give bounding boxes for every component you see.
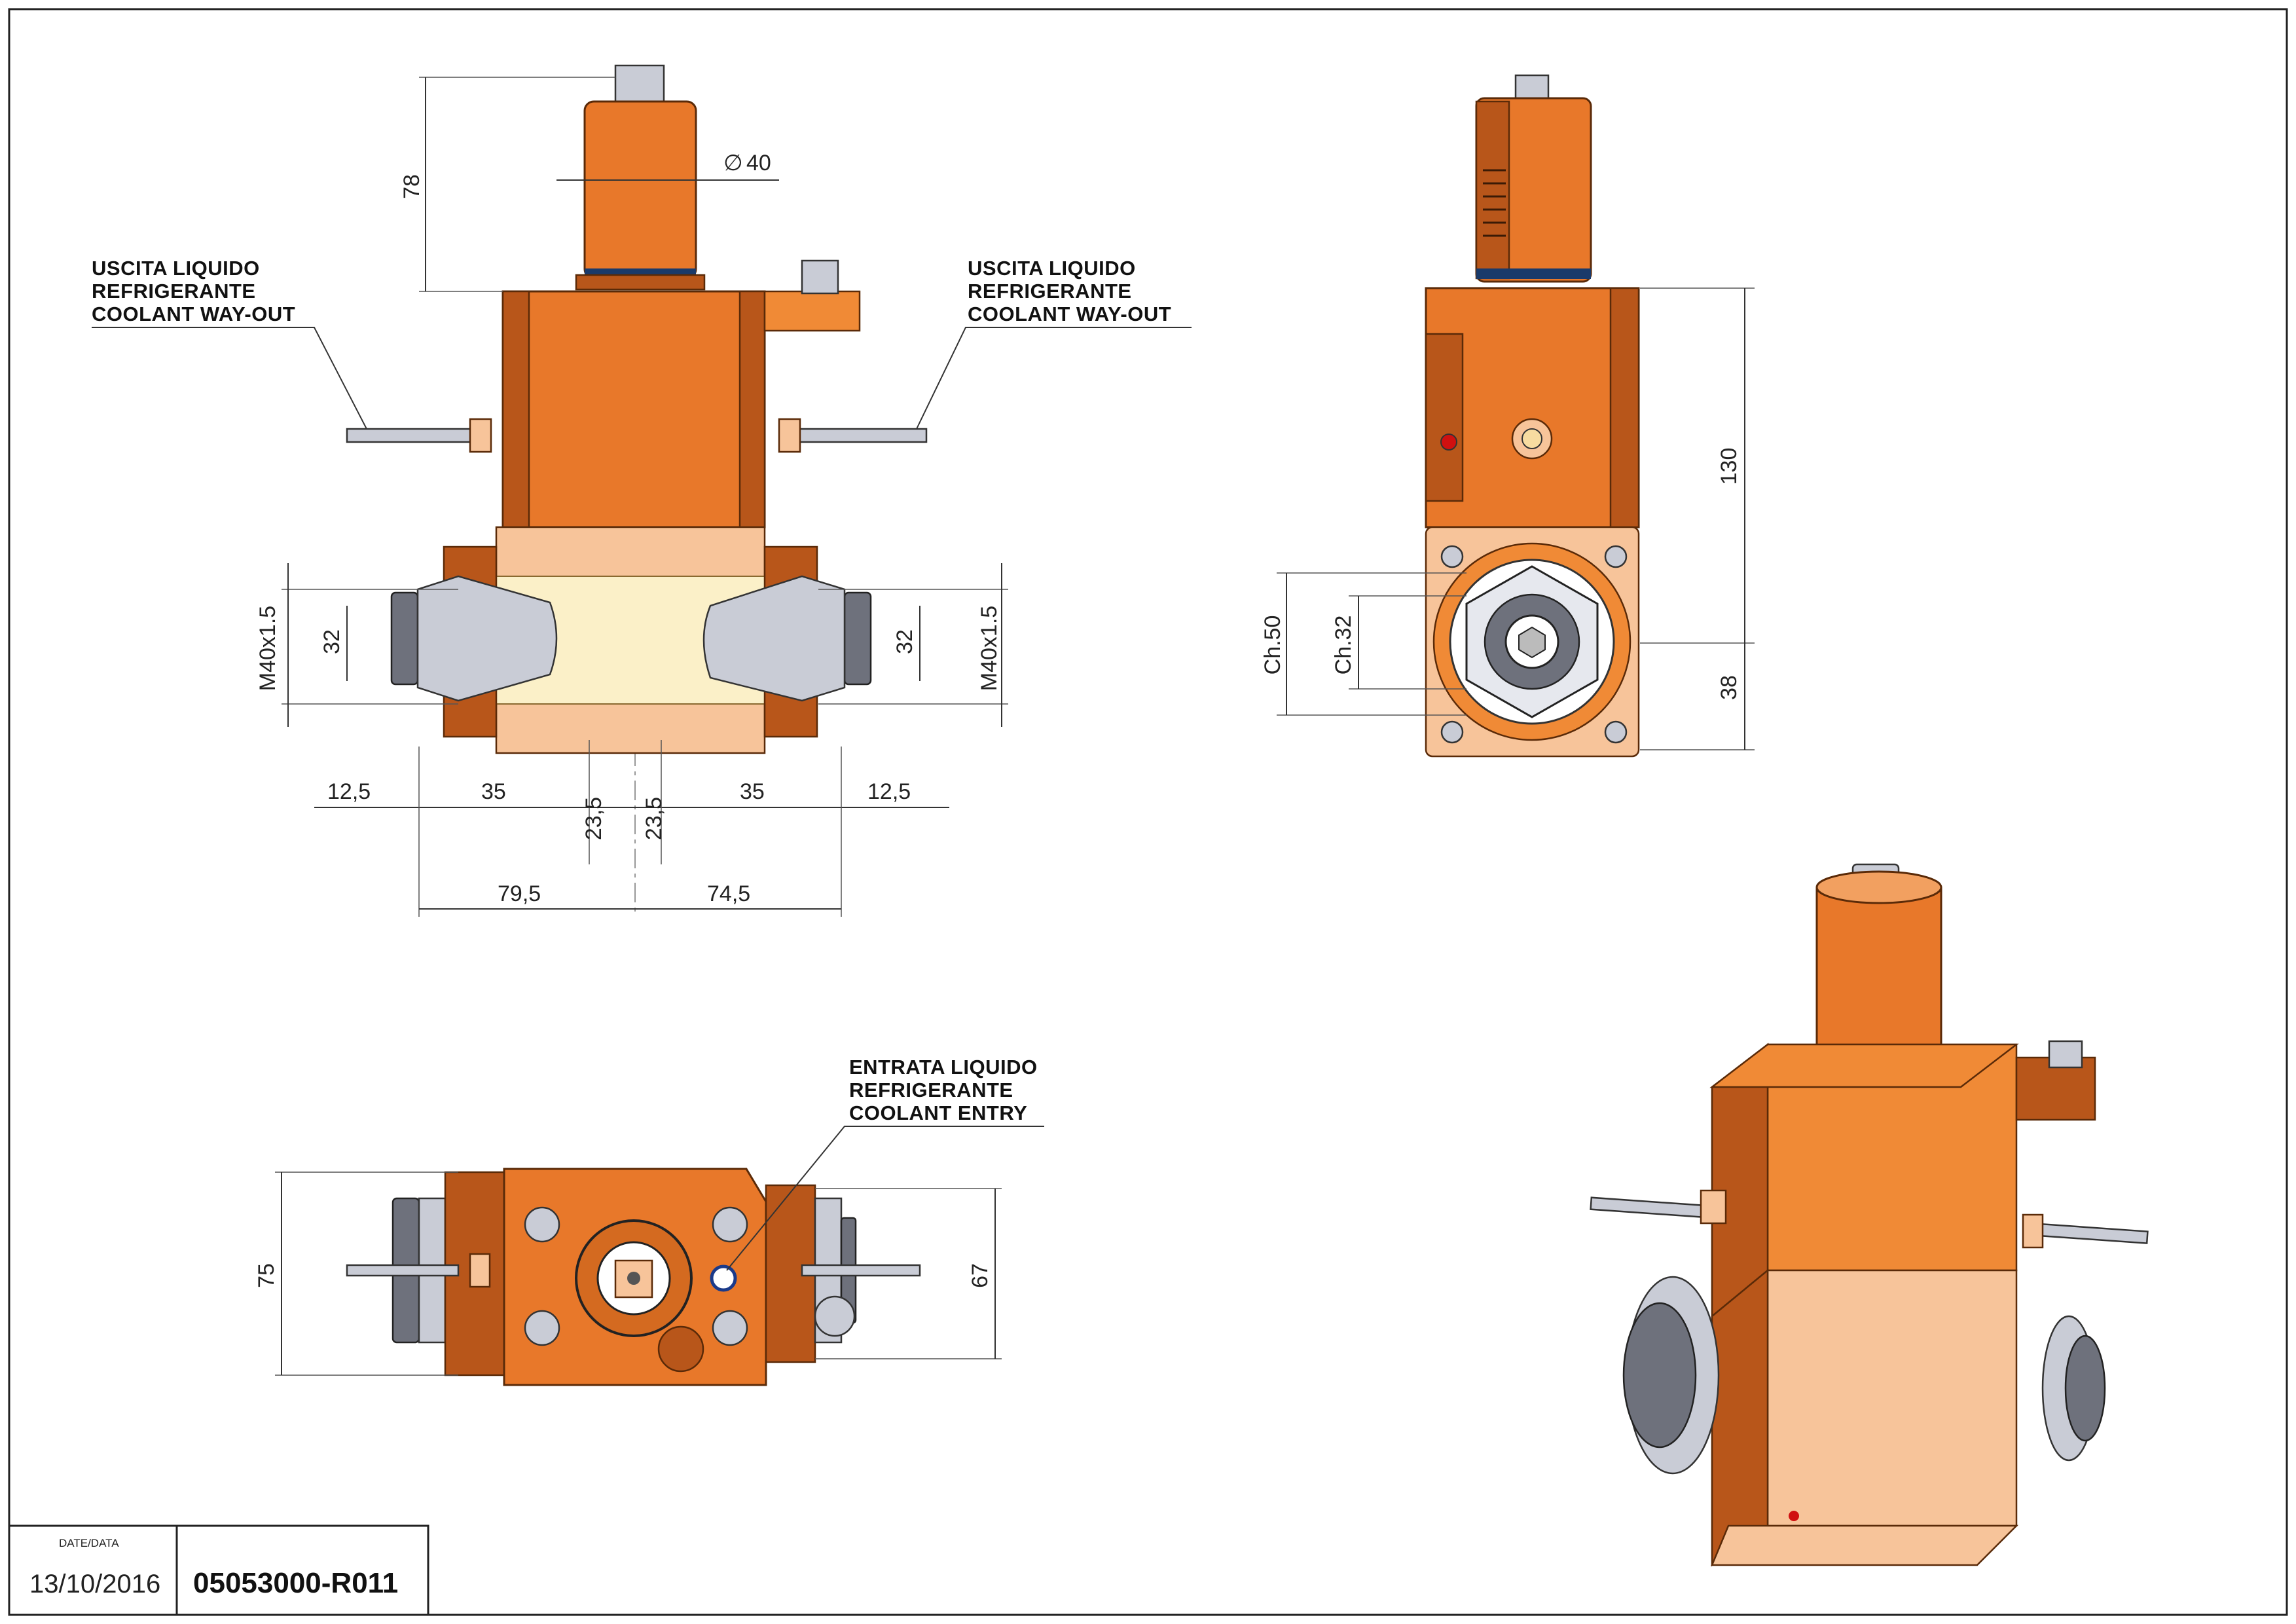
dim-diameter-symbol: ∅	[723, 151, 743, 175]
svg-text:COOLANT WAY-OUT: COOLANT WAY-OUT	[968, 303, 1171, 325]
top-view-dimensions: 75 67	[254, 1172, 1002, 1376]
dim-thread-left: M40x1.5	[255, 606, 280, 691]
title-block: DATE/DATA 13/10/2016 05053000-R011	[8, 1524, 429, 1616]
dim-ch-inner: Ch.32	[1331, 616, 1356, 675]
dim-width-right: 74,5	[707, 881, 750, 906]
title-block-code: 05053000-R011	[193, 1567, 398, 1599]
front-view	[346, 64, 928, 917]
dim-width-inner: 67	[968, 1263, 993, 1288]
dim-ch-outer: Ch.50	[1260, 616, 1285, 675]
top-view	[346, 1168, 921, 1386]
svg-text:ENTRATA LIQUIDO: ENTRATA LIQUIDO	[849, 1056, 1038, 1079]
svg-text:REFRIGERANTE: REFRIGERANTE	[849, 1079, 1013, 1101]
dim-dia-left: 32	[319, 629, 344, 654]
dim-bore-right: 23,5	[642, 797, 666, 840]
svg-text:USCITA LIQUIDO: USCITA LIQUIDO	[968, 257, 1136, 280]
svg-text:REFRIGERANTE: REFRIGERANTE	[968, 280, 1132, 303]
side-view	[1425, 74, 1640, 758]
svg-text:COOLANT WAY-OUT: COOLANT WAY-OUT	[92, 303, 295, 325]
note-coolant-entry: ENTRATA LIQUIDO REFRIGERANTE COOLANT ENT…	[726, 1056, 1044, 1271]
dim-width-left: 79,5	[498, 881, 541, 906]
front-view-dimensions: 78 ∅ 40 M40x1.5 32 M40x1.5 32 12,5 35 35…	[255, 77, 1008, 917]
svg-text:USCITA LIQUIDO: USCITA LIQUIDO	[92, 257, 260, 280]
dim-depth-right: 35	[740, 779, 765, 804]
sheet-border	[8, 8, 2288, 1616]
dim-bore-left: 23,5	[581, 797, 606, 840]
svg-text:COOLANT ENTRY: COOLANT ENTRY	[849, 1101, 1027, 1124]
title-block-date-label: DATE/DATA	[59, 1537, 119, 1549]
note-coolant-way-out-right: USCITA LIQUIDO REFRIGERANTE COOLANT WAY-…	[916, 257, 1192, 430]
dim-height-top: 78	[399, 174, 424, 199]
dim-offset-right: 12,5	[867, 779, 911, 804]
dim-dia-top: 40	[746, 151, 771, 175]
dim-depth-left: 35	[481, 779, 506, 804]
dim-dia-right: 32	[892, 629, 917, 654]
title-block-date: 13/10/2016	[29, 1570, 160, 1598]
dim-thread-right: M40x1.5	[977, 606, 1002, 691]
side-view-dimensions: 130 38 Ch.50 Ch.32	[1260, 287, 1755, 750]
dim-offset-left: 12,5	[327, 779, 371, 804]
note-coolant-way-out-left: USCITA LIQUIDO REFRIGERANTE COOLANT WAY-…	[92, 257, 367, 430]
dim-height-body: 130	[1717, 448, 1741, 485]
svg-text:REFRIGERANTE: REFRIGERANTE	[92, 280, 256, 303]
isometric-view	[1590, 863, 2149, 1567]
dim-height-base: 38	[1717, 675, 1741, 700]
dim-width-outer: 75	[254, 1263, 279, 1288]
